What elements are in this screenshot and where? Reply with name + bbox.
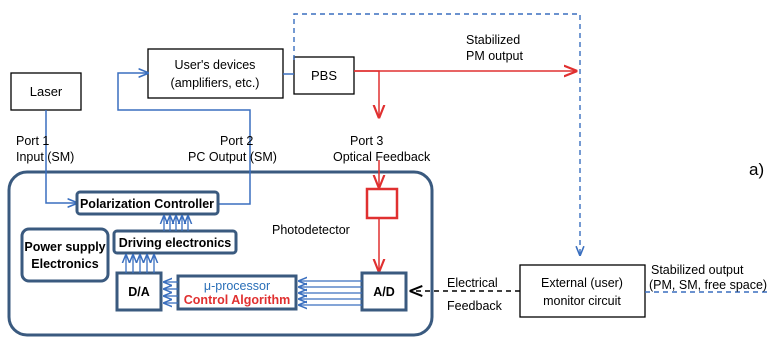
polarization-controller-block: Polarization Controller [75,190,220,216]
users-devices-block: User's devices (amplifiers, etc.) [147,48,284,99]
laser-label: Laser [30,84,63,99]
users-devices-line2: (amplifiers, etc.) [171,76,260,90]
ad-label: A/D [373,285,395,299]
stabilized-pm-label-line2: PM output [466,49,524,63]
da-block: D/A [115,271,163,312]
port2-label-line1: Port 2 [220,134,253,148]
electrical-feedback-label-line1: Electrical [447,276,498,290]
external-monitor-block: External (user) monitor circuit [519,264,646,318]
ad-block: A/D [360,271,408,312]
external-monitor-line2: monitor circuit [543,294,621,308]
port1-label-line2: Input (SM) [16,150,74,164]
port1-label-line1: Port 1 [16,134,49,148]
port2-fiber [117,73,251,205]
port1-fiber [45,110,77,203]
laser-block: Laser [10,72,82,111]
main-enclosure [7,170,434,337]
port3-label-line2: Optical Feedback [333,150,431,164]
power-supply-block: Power supply Electronics [20,227,110,283]
da-label: D/A [128,285,150,299]
dashed-monitor-path [293,13,580,255]
photodetector-label: Photodetector [272,223,350,237]
users-devices-line1: User's devices [175,58,256,72]
driving-to-pc-arrows [164,216,188,231]
processor-label: μ-processor [204,279,270,293]
processor-block: μ-processor Control Algorithm [176,274,298,311]
ad-to-processor-arrows [299,281,362,305]
processor-to-da-arrows [164,282,178,303]
port2-label-line2: PC Output (SM) [188,150,277,164]
power-supply-line1: Power supply [24,240,105,254]
polarization-controller-label: Polarization Controller [80,197,214,211]
stabilized-pm-label-line1: Stabilized [466,33,520,47]
driving-electronics-block: Driving electronics [112,229,238,255]
figure-label: a) [749,160,764,179]
da-to-driving-arrows [126,255,154,273]
control-algorithm-label: Control Algorithm [184,293,290,307]
stabilized-output-label-line2: (PM, SM, free space) [649,278,767,292]
pbs-block: PBS [293,56,355,95]
stabilized-output-label-line1: Stabilized output [651,263,744,277]
external-monitor-line1: External (user) [541,276,623,290]
electrical-feedback-label-line2: Feedback [447,299,503,313]
port3-fiber [354,70,379,117]
pbs-label: PBS [311,68,337,83]
photodetector-box [365,187,399,220]
port3-label-line1: Port 3 [350,134,383,148]
driving-electronics-label: Driving electronics [119,236,232,250]
power-supply-line2: Electronics [31,257,98,271]
